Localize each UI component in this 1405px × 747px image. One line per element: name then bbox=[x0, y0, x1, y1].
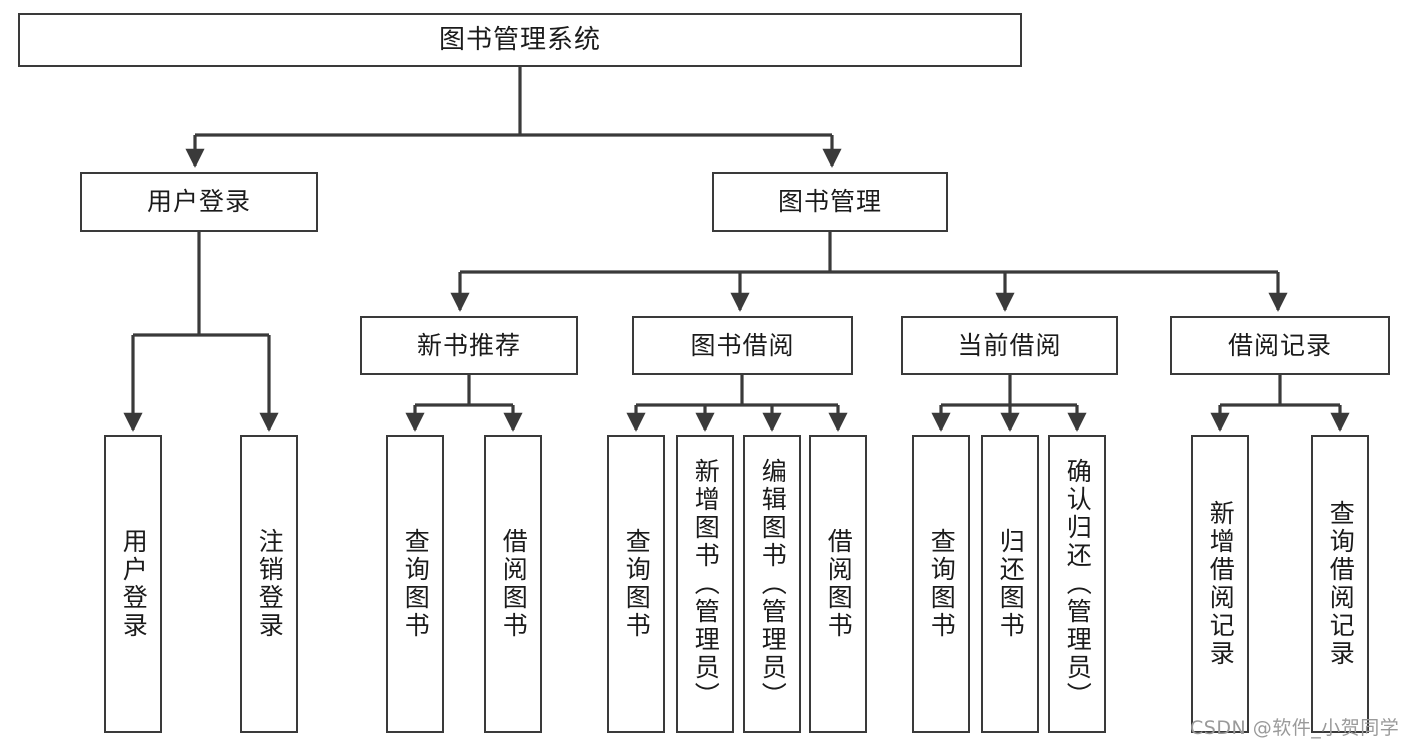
node-label: 查询图书 bbox=[622, 528, 652, 640]
node-leaf-user-login[interactable]: 用户登录 bbox=[104, 435, 162, 733]
node-leaf-query-book-1[interactable]: 查询图书 bbox=[386, 435, 444, 733]
node-label: 图书借阅 bbox=[690, 330, 795, 360]
node-label: 确认归还（管理员） bbox=[1063, 458, 1093, 710]
node-label: 注销登录 bbox=[255, 528, 285, 640]
node-leaf-borrow-book-2[interactable]: 借阅图书 bbox=[809, 435, 867, 733]
node-book-management[interactable]: 图书管理 bbox=[712, 172, 948, 232]
node-leaf-add-borrow-record[interactable]: 新增借阅记录 bbox=[1191, 435, 1249, 733]
node-leaf-logout[interactable]: 注销登录 bbox=[240, 435, 298, 733]
node-label: 用户登录 bbox=[119, 528, 149, 640]
node-label: 借阅图书 bbox=[824, 528, 854, 640]
node-label: 用户登录 bbox=[146, 187, 251, 217]
node-leaf-edit-book[interactable]: 编辑图书（管理员） bbox=[743, 435, 801, 733]
node-label: 当前借阅 bbox=[957, 330, 1062, 360]
node-user-login[interactable]: 用户登录 bbox=[80, 172, 318, 232]
node-root-book-management-system[interactable]: 图书管理系统 bbox=[18, 13, 1022, 67]
node-label: 新书推荐 bbox=[416, 330, 521, 360]
node-label: 查询借阅记录 bbox=[1326, 500, 1356, 668]
node-leaf-query-borrow-record[interactable]: 查询借阅记录 bbox=[1311, 435, 1369, 733]
node-leaf-borrow-book-1[interactable]: 借阅图书 bbox=[484, 435, 542, 733]
node-leaf-confirm-return[interactable]: 确认归还（管理员） bbox=[1048, 435, 1106, 733]
node-label: 图书管理系统 bbox=[438, 24, 601, 55]
node-leaf-add-book[interactable]: 新增图书（管理员） bbox=[676, 435, 734, 733]
watermark-text: CSDN @软件_小贺同学 bbox=[1190, 717, 1400, 739]
node-leaf-return-book[interactable]: 归还图书 bbox=[981, 435, 1039, 733]
node-label: 借阅图书 bbox=[499, 528, 529, 640]
node-new-book-recommendation[interactable]: 新书推荐 bbox=[360, 316, 578, 375]
node-label: 借阅记录 bbox=[1227, 330, 1332, 360]
node-label: 查询图书 bbox=[927, 528, 957, 640]
node-leaf-query-book-3[interactable]: 查询图书 bbox=[912, 435, 970, 733]
node-borrowing-record[interactable]: 借阅记录 bbox=[1170, 316, 1390, 375]
node-label: 归还图书 bbox=[996, 528, 1026, 640]
node-label: 新增图书（管理员） bbox=[691, 458, 721, 710]
node-current-borrowing[interactable]: 当前借阅 bbox=[901, 316, 1118, 375]
node-label: 新增借阅记录 bbox=[1206, 500, 1236, 668]
node-book-borrowing[interactable]: 图书借阅 bbox=[632, 316, 853, 375]
node-label: 编辑图书（管理员） bbox=[758, 458, 788, 710]
node-label: 查询图书 bbox=[401, 528, 431, 640]
node-label: 图书管理 bbox=[777, 187, 882, 217]
node-leaf-query-book-2[interactable]: 查询图书 bbox=[607, 435, 665, 733]
